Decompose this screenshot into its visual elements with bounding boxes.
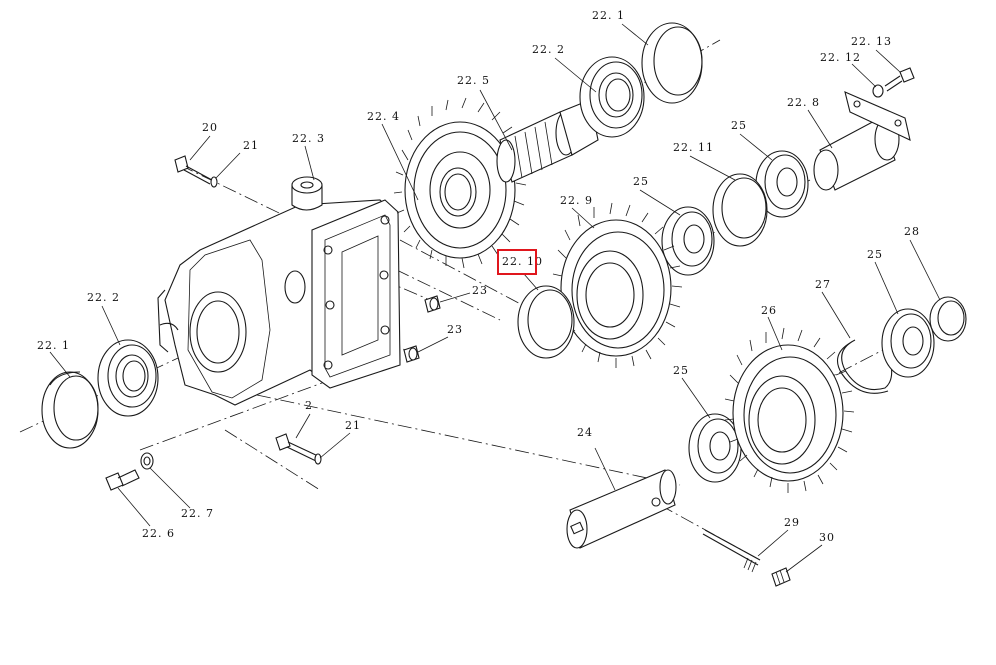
bearing-22-2-left	[97, 339, 159, 417]
set-screw-30	[771, 567, 791, 587]
pin-29	[702, 529, 761, 573]
shaft-24	[566, 469, 677, 549]
leader-lines	[49, 23, 941, 573]
ring-22-10	[517, 285, 575, 359]
label-29[interactable]: 29	[784, 516, 800, 529]
label-22-1-left[interactable]: 22. 1	[37, 339, 70, 352]
label-22-10[interactable]: 22. 10	[502, 255, 543, 268]
label-21-top[interactable]: 21	[243, 139, 259, 152]
label-22-4[interactable]: 22. 4	[367, 110, 400, 123]
label-22-1-top[interactable]: 22. 1	[592, 9, 625, 22]
bearing-25-upper	[755, 150, 809, 218]
bolt-2	[275, 433, 322, 465]
center-lines	[19, 39, 961, 561]
label-22-3[interactable]: 22. 3	[292, 132, 325, 145]
label-28[interactable]: 28	[904, 225, 920, 238]
label-25-lower-right[interactable]: 25	[867, 248, 883, 261]
label-26[interactable]: 26	[761, 304, 777, 317]
label-22-8[interactable]: 22. 8	[787, 96, 820, 109]
bearing-22-2-top	[579, 56, 645, 138]
gear-26	[724, 327, 855, 493]
label-24[interactable]: 24	[577, 426, 593, 439]
label-22-2-top[interactable]: 22. 2	[532, 43, 565, 56]
label-22-7[interactable]: 22. 7	[181, 507, 214, 520]
label-21-bottom[interactable]: 21	[345, 419, 361, 432]
dowel-pins-23	[403, 295, 441, 363]
seal-22-1-top	[641, 22, 703, 104]
label-25-lower-left[interactable]: 25	[673, 364, 689, 377]
seal-22-1-left	[41, 371, 99, 449]
bolt-20	[174, 155, 218, 188]
label-30[interactable]: 30	[819, 531, 835, 544]
label-22-5[interactable]: 22. 5	[457, 74, 490, 87]
ring-22-11	[712, 173, 768, 247]
bearing-25-middle	[661, 206, 715, 276]
snap-ring-27	[836, 339, 893, 394]
label-25-upper[interactable]: 25	[731, 119, 747, 132]
label-23-upper[interactable]: 23	[472, 284, 488, 297]
label-20[interactable]: 20	[202, 121, 218, 134]
screw-22-6-washer-22-7	[105, 452, 154, 491]
bolt-22-13-washer-22-12	[872, 67, 915, 98]
label-22-11[interactable]: 22. 11	[673, 141, 714, 154]
bearing-25-lower-right	[881, 308, 935, 378]
housing-22-3	[157, 176, 401, 406]
label-27[interactable]: 27	[815, 278, 831, 291]
ring-28	[929, 296, 967, 342]
label-22-6[interactable]: 22. 6	[142, 527, 175, 540]
label-2[interactable]: 2	[305, 399, 313, 412]
sleeve-22-8	[813, 91, 911, 191]
label-22-9[interactable]: 22. 9	[560, 194, 593, 207]
label-23-lower[interactable]: 23	[447, 323, 463, 336]
label-22-12[interactable]: 22. 12	[820, 51, 861, 64]
label-22-2-left[interactable]: 22. 2	[87, 291, 120, 304]
label-25-middle[interactable]: 25	[633, 175, 649, 188]
gear-22-4	[393, 97, 527, 269]
label-22-13[interactable]: 22. 13	[851, 35, 892, 48]
bearing-25-lower-left	[688, 413, 742, 483]
gear-22-9	[552, 202, 683, 368]
